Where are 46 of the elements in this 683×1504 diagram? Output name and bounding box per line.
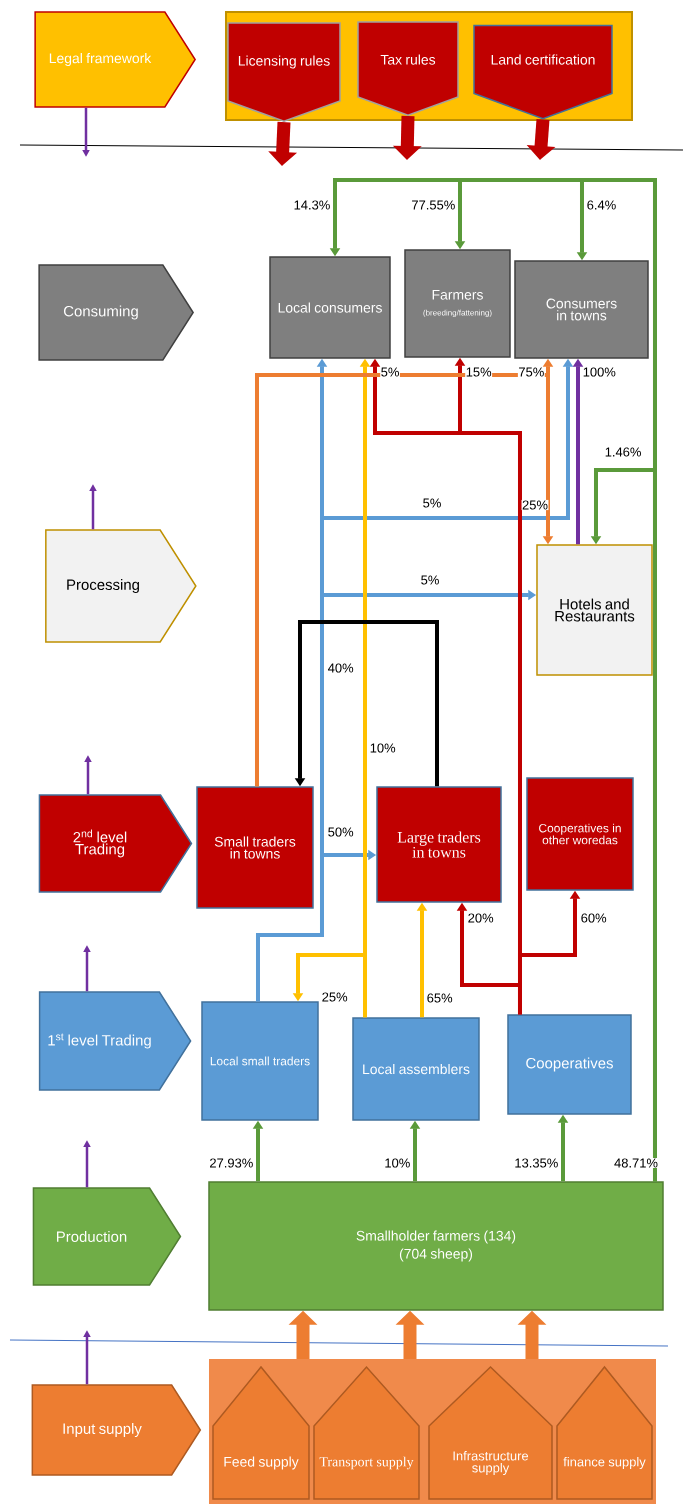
edge-label: 5% (381, 367, 399, 377)
edge-label: 40% (328, 663, 354, 673)
edge-label: 100% (583, 367, 616, 377)
actor-box: Hotels and Restaurants (536, 544, 653, 676)
rule-banner: Licensing rules (227, 22, 341, 123)
supply-house: finance supply (556, 1365, 653, 1500)
supply-house: Feed supply (212, 1365, 310, 1500)
actor-box: Large traders in towns (376, 786, 502, 903)
edge-label: 65% (427, 993, 453, 1003)
edge-label: 1.46% (605, 447, 641, 457)
supply-house: Transport supply (313, 1365, 420, 1500)
edge-label: 60% (581, 913, 607, 923)
edge-label: 5% (423, 498, 441, 508)
rule-banner: Tax rules (357, 21, 459, 116)
edge-label: 25% (322, 992, 348, 1002)
edge-label: 14.3% (294, 200, 330, 210)
stage-chevron: Consuming (38, 264, 194, 361)
actor-box: Local consumers (269, 256, 391, 359)
edge-label: 25% (522, 500, 548, 510)
edge-label: 50% (328, 827, 354, 837)
actor-box: Local assemblers (352, 1017, 480, 1121)
stage-chevron: 2$^{nd}$ level Trading (38, 794, 193, 893)
edge-label: 15% (466, 367, 492, 377)
stage-chevron: Production (32, 1187, 182, 1286)
edge-label: 20% (468, 913, 494, 923)
edge-label: 77.55% (412, 200, 455, 210)
actor-box: Cooperatives (507, 1014, 632, 1115)
supply-house: Infrastructure supply (428, 1365, 553, 1500)
stage-chevron: Processing (45, 529, 197, 643)
producer-box: Smallholder farmers (134) (704 sheep) (208, 1181, 664, 1311)
stage-chevron: Input supply (31, 1384, 202, 1476)
actor-box: Small traders in towns (196, 786, 314, 909)
actor-box: Local small traders (201, 1001, 319, 1121)
edge-label: 5% (421, 575, 439, 585)
actor-box: Consumers in towns (514, 260, 649, 359)
edge-label: 6.4% (587, 200, 616, 210)
edge-label: 27.93% (210, 1158, 253, 1168)
edge-label: 13.35% (515, 1158, 558, 1168)
rule-banner: Land certification (473, 24, 613, 120)
flow-share: 48.71% (614, 1158, 658, 1168)
edge-label: 10% (370, 743, 396, 753)
edge-label: 75% (519, 367, 544, 377)
stage-chevron: Legal framework (34, 11, 196, 108)
edge-label: 10% (385, 1158, 410, 1168)
actor-box: Cooperatives in other woredas (526, 777, 634, 891)
stage-chevron: 1$^{st}$ level Trading (38, 991, 192, 1091)
